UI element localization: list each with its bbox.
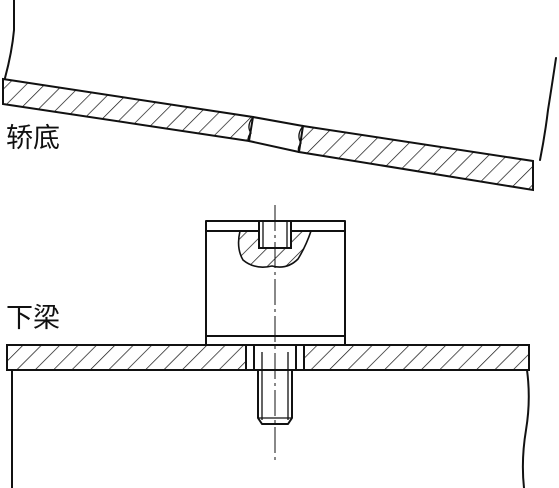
bolt-shank xyxy=(257,369,293,425)
car-wall-left-line xyxy=(4,0,15,79)
lower-beam-right-edge xyxy=(521,369,530,488)
lower-beam-plate-left xyxy=(6,344,247,371)
car-floor xyxy=(2,0,557,192)
lower-beam-plate-right xyxy=(303,344,530,371)
car-floor-label: 轿底 xyxy=(6,123,60,154)
car-floor-center-gap xyxy=(248,116,304,153)
car-floor-plate-right xyxy=(297,124,534,192)
car-floor-break-left xyxy=(247,116,254,142)
lower-beam-label: 下梁 xyxy=(6,303,60,334)
car-wall-right-line xyxy=(539,57,557,161)
car-floor-break-right xyxy=(297,125,304,153)
lower-beam xyxy=(6,344,530,488)
